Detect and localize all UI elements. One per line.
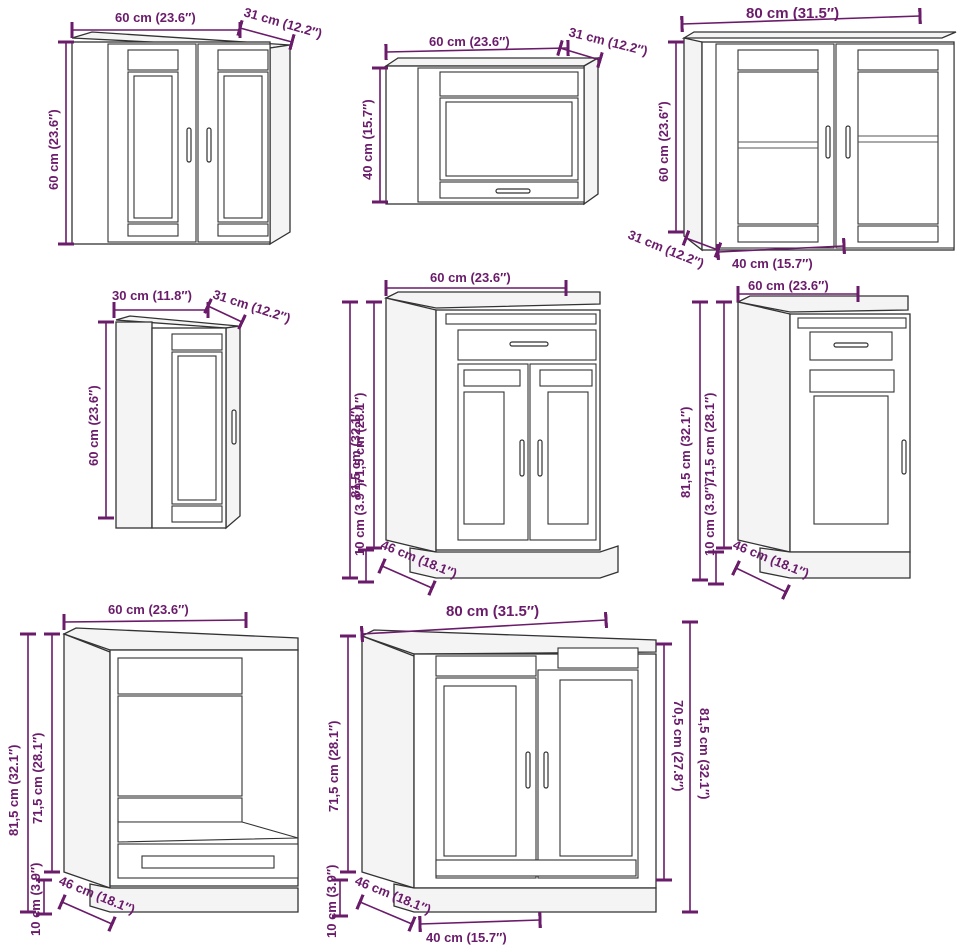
sink-inner-height-label: 70,5 cm (27.8″) bbox=[671, 700, 686, 792]
base-double-total-height-label: 81,5 cm (32.1″) bbox=[348, 406, 363, 498]
base-single-plinth-label: 10 cm (3.9″) bbox=[702, 483, 717, 556]
oven-body-height-label: 71,5 cm (28.1″) bbox=[30, 732, 45, 824]
base-double-body-height-label: 71,5 cm (28.1″) bbox=[352, 392, 367, 484]
wall-double-height-label: 60 cm (23.6″) bbox=[46, 109, 61, 190]
cabinet-base-drawer-double: 60 cm (23.6″) 81,5 cm (32.1″) 71,5 cm (2… bbox=[342, 270, 619, 596]
sink-width-label: 80 cm (31.5″) bbox=[446, 603, 539, 620]
sink-plinth-label: 10 cm (3.9″) bbox=[324, 865, 339, 938]
oven-plinth-label: 10 cm (3.9″) bbox=[28, 863, 43, 936]
sink-total-height-label: 81,5 cm (32.1″) bbox=[697, 708, 712, 800]
sink-body-height-label: 71,5 cm (28.1″) bbox=[326, 720, 341, 812]
cabinet-wall-glass: 80 cm (31.5″) 60 cm (23.6″) 31 cm (12.2″… bbox=[626, 5, 957, 271]
cabinet-oven-housing: 60 cm (23.6″) 81,5 cm (32.1″) 71,5 cm (2… bbox=[6, 602, 299, 936]
base-single-body-height-label: 71,5 cm (28.1″) bbox=[702, 392, 717, 484]
cabinet-sink-base: 80 cm (31.5″) 71,5 cm (28.1″) 10 cm (3.9… bbox=[324, 603, 712, 945]
wall-single-width-label: 30 cm (11.8″) bbox=[112, 288, 192, 303]
wall-double-depth-label: 31 cm (12.2″) bbox=[242, 4, 324, 41]
cabinet-wall-single: 30 cm (11.8″) 31 cm (12.2″) 60 cm (23.6″… bbox=[86, 287, 292, 530]
wall-single-height-label: 60 cm (23.6″) bbox=[86, 385, 101, 466]
base-double-plinth-label: 10 cm (3.9″) bbox=[352, 483, 367, 556]
oven-total-height-label: 81,5 cm (32.1″) bbox=[6, 744, 21, 836]
oven-width-label: 60 cm (23.6″) bbox=[108, 602, 189, 617]
wall-glass-height-label: 60 cm (23.6″) bbox=[656, 101, 671, 182]
cabinet-wall-flap: 60 cm (23.6″) 31 cm (12.2″) 40 cm (15.7″… bbox=[360, 24, 649, 206]
wall-double-width-label: 60 cm (23.6″) bbox=[115, 10, 196, 25]
cabinet-base-drawer-single: 60 cm (23.6″) 81,5 cm (32.1″) 71,5 cm (2… bbox=[678, 278, 911, 600]
wall-flap-height-label: 40 cm (15.7″) bbox=[360, 99, 375, 180]
base-single-total-height-label: 81,5 cm (32.1″) bbox=[678, 406, 693, 498]
wall-glass-width-label: 80 cm (31.5″) bbox=[746, 5, 839, 22]
sink-inner-width-label: 40 cm (15.7″) bbox=[426, 930, 507, 945]
base-double-width-label: 60 cm (23.6″) bbox=[430, 270, 511, 285]
wall-single-depth-label: 31 cm (12.2″) bbox=[211, 287, 292, 326]
cabinet-wall-double: 60 cm (23.6″) 31 cm (12.2″) 60 cm (23.6″… bbox=[46, 4, 324, 246]
wall-glass-inner-width-label: 40 cm (15.7″) bbox=[732, 256, 813, 271]
wall-flap-width-label: 60 cm (23.6″) bbox=[429, 34, 510, 49]
base-single-width-label: 60 cm (23.6″) bbox=[748, 278, 829, 293]
